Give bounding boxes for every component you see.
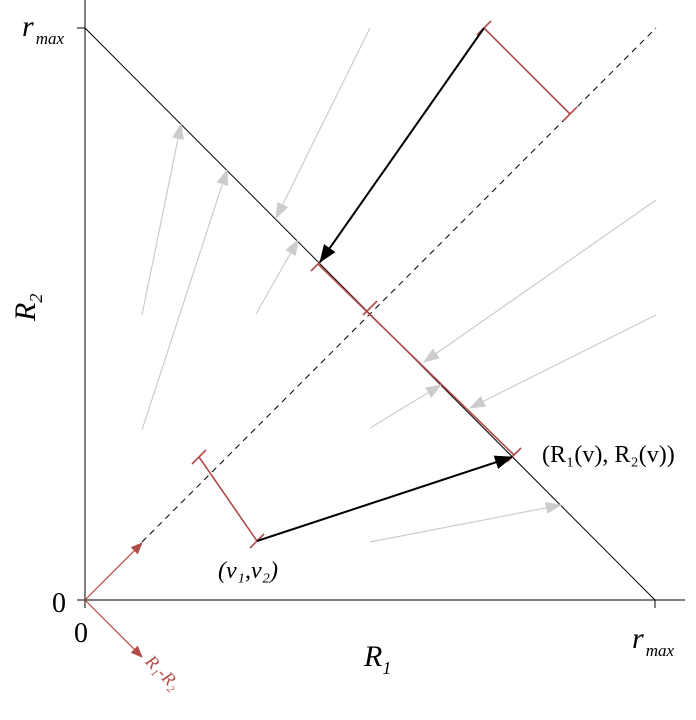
red-vector-difference: [84, 599, 143, 658]
faint-arrow: [141, 123, 184, 316]
main-arrow-down: [319, 27, 485, 263]
red-tick: [362, 300, 378, 316]
y-axis-name-label: R2: [9, 294, 46, 322]
point-v-label: (v₁,v₂): [218, 558, 278, 584]
y-origin-label: 0: [52, 588, 66, 619]
red-vector-diagonal: [84, 542, 143, 601]
faint-arrow: [469, 314, 657, 409]
difference-vector-label: R₁-R₂: [141, 650, 184, 693]
faint-arrow: [275, 27, 371, 219]
red-bracket-lower: [198, 456, 258, 542]
red-budget-segment: [317, 263, 515, 456]
x-axis-name-label: R1: [363, 640, 391, 678]
red-tick: [191, 449, 207, 465]
faint-arrow: [141, 169, 229, 431]
faint-arrow: [255, 239, 299, 315]
red-tick: [562, 106, 578, 122]
faint-arrow: [369, 384, 442, 429]
faint-arrow: [369, 501, 562, 543]
red-bracket-upper: [483, 27, 571, 115]
faint-arrow: [423, 199, 657, 363]
main-arrow-right: [256, 455, 513, 542]
x-origin-label: 0: [74, 618, 88, 649]
point-r-label: (R₁(v), R₂(v)): [542, 442, 675, 468]
